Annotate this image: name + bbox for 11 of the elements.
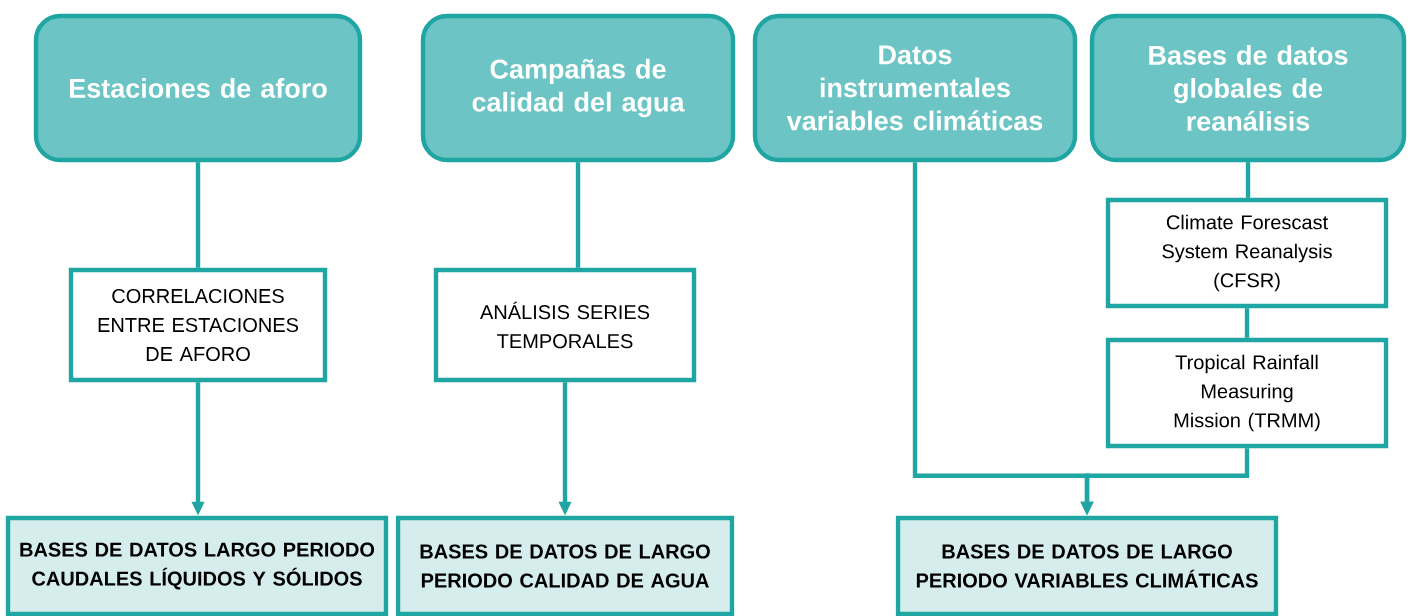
heading-box: Datos instrumentales variables climáticas	[752, 13, 1078, 163]
heading-box: Estaciones de aforo	[33, 13, 363, 163]
result-box: BASES DE DATOS DE LARGO PERIODO VARIABLES CLIMÁTICAS	[895, 515, 1279, 616]
result-box: BASES DE DATOS DE LARGO PERIODO CALIDAD DE AGUA	[395, 515, 735, 616]
process-box: Climate Forescast System Reanalysis (CFSR)	[1105, 197, 1389, 309]
heading-box: Bases de datos globales de reanálisis	[1089, 13, 1407, 163]
result-box: BASES DE DATOS LARGO PERIODO CAUDALES LÍQUIDOS Y SÓLIDOS	[5, 515, 389, 616]
process-box: CORRELACIONES ENTRE ESTACIONES DE AFORO	[68, 267, 328, 383]
process-box: ANÁLISIS SERIES TEMPORALES	[433, 267, 697, 383]
heading-box: Campañas de calidad del agua	[420, 13, 736, 163]
process-box: Tropical Rainfall Measuring Mission (TRMM)	[1105, 337, 1389, 449]
